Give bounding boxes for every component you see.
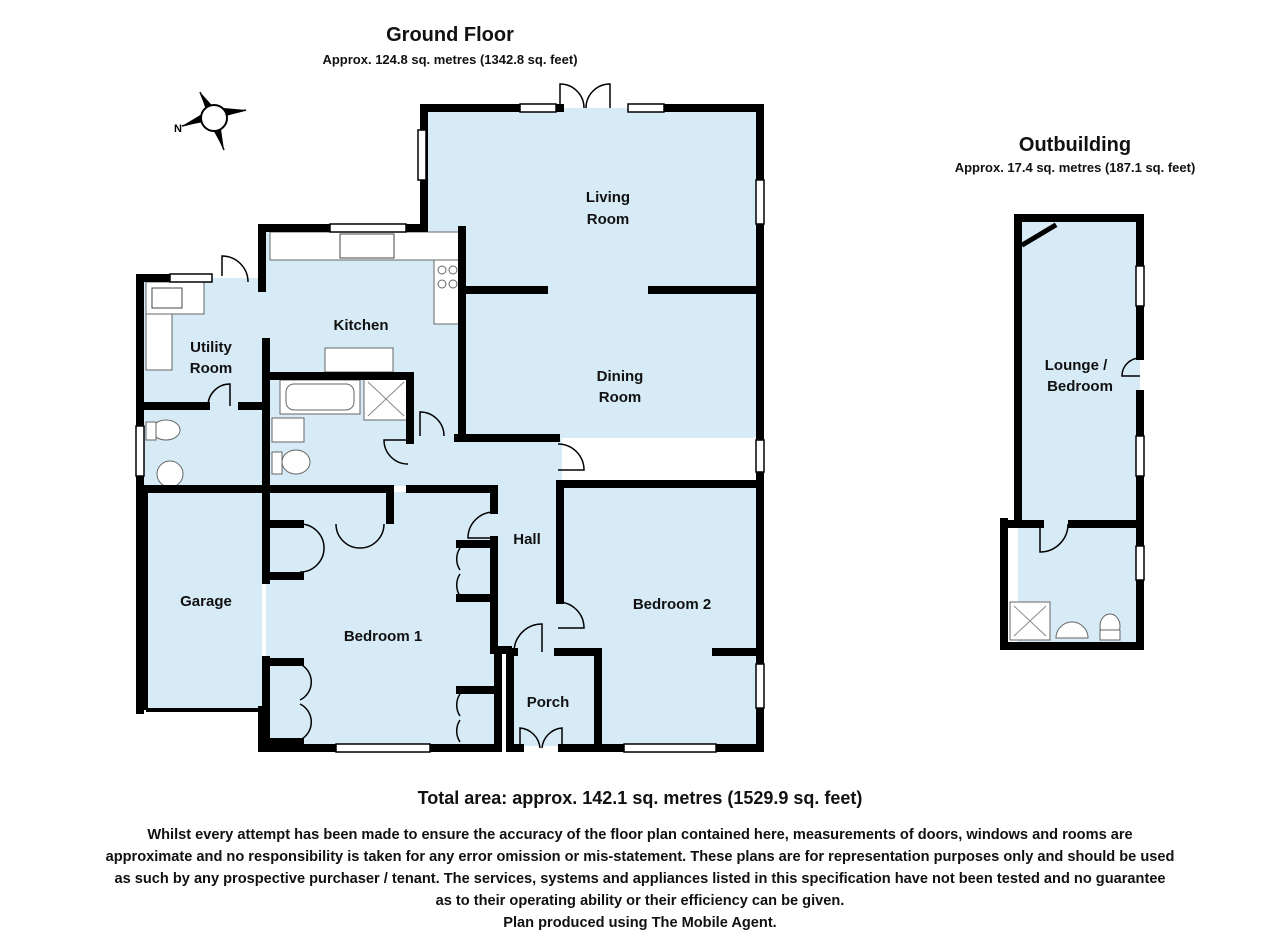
floor-plan-drawing: N <box>135 83 1145 753</box>
compass-north-letter: N <box>174 123 182 135</box>
living-room-label-line2: Room <box>587 211 630 228</box>
total-area: Total area: approx. 142.1 sq. metres (15… <box>417 788 863 808</box>
hall-label: Hall <box>513 531 541 548</box>
lounge-bedroom-label-line1: Lounge / <box>1045 357 1108 374</box>
walls <box>136 104 1144 752</box>
compass-icon: N <box>174 91 247 151</box>
outbuilding-area: Approx. 17.4 sq. metres (187.1 sq. feet) <box>954 160 1196 175</box>
living-room-label-line1: Living <box>586 189 630 206</box>
kitchen-label: Kitchen <box>333 317 388 334</box>
bedroom-1-label: Bedroom 1 <box>344 628 422 645</box>
fixtures <box>145 231 1121 641</box>
ground-floor-area: Approx. 124.8 sq. metres (1342.8 sq. fee… <box>322 52 578 67</box>
thin-walls <box>144 492 258 712</box>
porch-label: Porch <box>527 694 570 711</box>
windows <box>135 103 1145 753</box>
ground-floor-fill <box>142 108 1140 746</box>
dining-room-label-line2: Room <box>599 389 642 406</box>
utility-room-label-line2: Room <box>190 360 233 377</box>
disclaimer-line: as such by any prospective purchaser / t… <box>114 871 1166 887</box>
garage-label: Garage <box>180 593 232 610</box>
disclaimer-line: approximate and no responsibility is tak… <box>105 849 1175 865</box>
doors <box>207 83 1141 749</box>
plan-credit: Plan produced using The Mobile Agent. <box>503 915 777 931</box>
lounge-bedroom-label-line2: Bedroom <box>1047 378 1113 395</box>
dining-room-label-line1: Dining <box>597 368 644 385</box>
bedroom-2-label: Bedroom 2 <box>633 596 711 613</box>
disclaimer-line: Whilst every attempt has been made to en… <box>147 827 1133 843</box>
utility-room-label-line1: Utility <box>190 339 232 356</box>
ground-floor-title: Ground Floor <box>386 24 514 46</box>
disclaimer-line: as to their operating ability or their e… <box>435 893 845 909</box>
outbuilding-title: Outbuilding <box>1018 134 1132 156</box>
disclaimer: Whilst every attempt has been made to en… <box>0 824 1280 934</box>
